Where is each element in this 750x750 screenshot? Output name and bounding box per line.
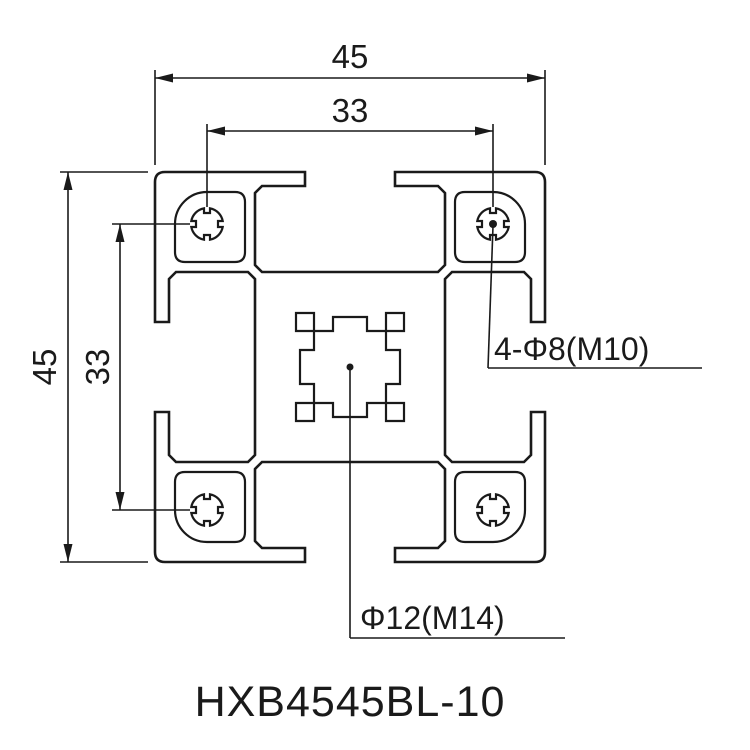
leader-center-hole: Φ12(M14) bbox=[349, 370, 565, 639]
leader-line bbox=[487, 225, 494, 369]
dim-arrow-right bbox=[475, 126, 493, 136]
profile-section bbox=[153, 170, 547, 564]
dim-height-value: 45 bbox=[26, 349, 63, 386]
dim-slot-pitch-33-left: 33 bbox=[79, 223, 190, 511]
drawing-title: HXB4545BL-10 bbox=[195, 678, 506, 726]
corner-holes-label: 4-Φ8(M10) bbox=[494, 331, 649, 367]
dim-arrow-right bbox=[527, 73, 545, 83]
dim-arrow-top bbox=[63, 172, 73, 190]
dim-slot-pitch-33-top: 33 bbox=[206, 92, 494, 207]
leader-dot bbox=[489, 220, 497, 228]
dim-height-45: 45 bbox=[26, 171, 148, 563]
dim-arrow-left bbox=[207, 126, 225, 136]
corner-detail-bottom-right bbox=[453, 470, 527, 544]
profile-outline bbox=[153, 170, 547, 564]
dim-arrow-left bbox=[155, 73, 173, 83]
dim-arrow-top bbox=[115, 224, 125, 242]
corner-detail-bottom-left bbox=[173, 470, 247, 544]
dim-width-value: 45 bbox=[332, 38, 369, 75]
corner-detail-top-left bbox=[173, 190, 247, 264]
dim-slot-pitch-value: 33 bbox=[332, 92, 369, 129]
leader-corner-holes: 4-Φ8(M10) bbox=[487, 220, 702, 369]
dim-slot-pitch-value: 33 bbox=[79, 349, 116, 386]
center-bore bbox=[294, 311, 406, 423]
corner-detail-top-right bbox=[453, 190, 527, 264]
dim-arrow-bottom bbox=[63, 544, 73, 562]
center-point bbox=[346, 363, 354, 371]
center-hole-label: Φ12(M14) bbox=[360, 600, 505, 636]
dim-width-45: 45 bbox=[154, 38, 546, 165]
dim-arrow-bottom bbox=[115, 492, 125, 510]
